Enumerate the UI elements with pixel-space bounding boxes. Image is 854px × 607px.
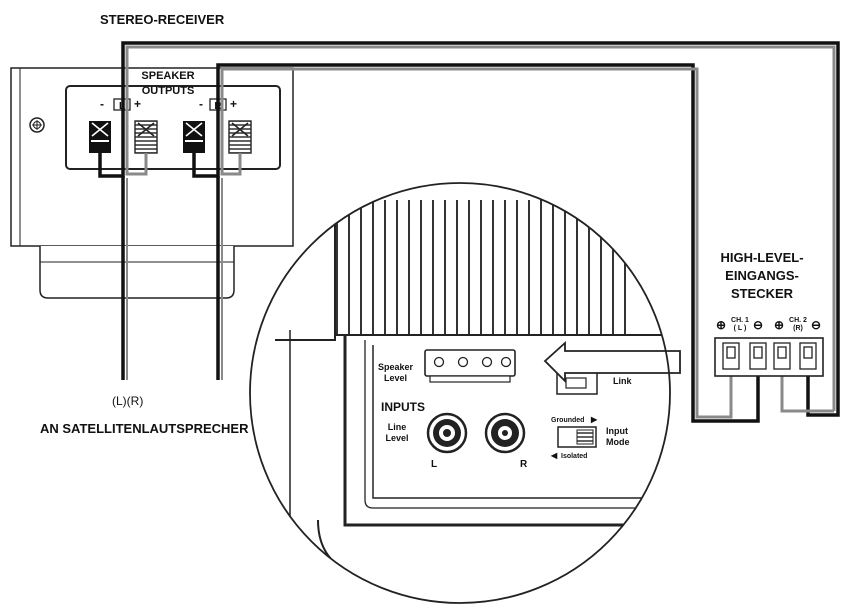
line-level-label-line1: Line — [388, 422, 407, 432]
high-level-input-connector: HIGH-LEVEL- EINGANGS- STECKER ⊕ CH. 1 ( … — [714, 250, 824, 377]
ch2-label-line2: (R) — [793, 325, 803, 332]
grounded-label: Grounded — [551, 417, 584, 424]
terminal-right-plus — [228, 120, 252, 154]
right-minus-label: - — [199, 97, 203, 111]
ch1-plus-icon: ⊕ — [716, 318, 726, 332]
line-level-label-line2: Level — [385, 433, 408, 443]
link-jumper — [556, 371, 598, 395]
high-level-title-line3: STECKER — [731, 286, 794, 301]
speaker-outputs-label-line1: SPEAKER — [141, 70, 194, 82]
high-level-title-line1: HIGH-LEVEL- — [720, 250, 803, 265]
amp-panel-plate — [343, 335, 670, 527]
ch1-label-line2: ( L ) — [734, 325, 747, 332]
input-mode-label-line2: Mode — [606, 437, 630, 447]
isolated-arrow-icon: ◀ — [550, 451, 558, 460]
rca-right-label: R — [520, 459, 528, 470]
rca-jack-right — [484, 412, 526, 454]
satellite-caption: AN SATELLITENLAUTSPRECHER — [40, 421, 249, 436]
stereo-receiver: SPEAKER OUTPUTS - L + - R + — [10, 67, 294, 299]
speaker-level-terminal — [424, 349, 516, 383]
high-level-title-line2: EINGANGS- — [725, 268, 799, 283]
zoom-circle-border — [249, 182, 671, 604]
heatsink-fins — [335, 200, 635, 335]
ch1-label-line1: CH. 1 — [731, 317, 749, 324]
rca-jack-left — [426, 412, 468, 454]
terminal-right-minus — [183, 121, 205, 153]
speaker-outputs-label-line2: OUTPUTS — [142, 85, 195, 97]
left-plus-label: + — [134, 97, 141, 111]
ch2-plus-icon: ⊕ — [774, 318, 784, 332]
subwoofer-panel-zoom: Speaker Level Link INPUTS Line Level — [249, 182, 681, 604]
terminal-left-plus — [134, 120, 158, 154]
arrow-callout — [543, 340, 681, 384]
input-mode-switch — [557, 426, 597, 448]
receiver-base — [39, 246, 235, 299]
rca-left-label: L — [431, 459, 437, 470]
speaker-level-label-line2: Level — [384, 373, 407, 383]
input-mode-label-line1: Input — [606, 426, 628, 436]
speaker-level-label-line1: Speaker — [378, 362, 414, 372]
terminal-left-minus — [89, 121, 111, 153]
speaker-wires — [98, 41, 840, 423]
inputs-label: INPUTS — [381, 400, 425, 414]
stereo-receiver-title: STEREO-RECEIVER — [100, 12, 225, 27]
isolated-label: Isolated — [561, 453, 587, 460]
left-minus-label: - — [100, 97, 104, 111]
ch2-minus-icon: ⊖ — [811, 318, 821, 332]
ch1-minus-icon: ⊖ — [753, 318, 763, 332]
ground-screw-icon — [29, 117, 45, 133]
satellite-lr-label: (L)(R) — [112, 394, 143, 408]
grounded-arrow-icon: ▶ — [590, 415, 598, 424]
link-label: Link — [613, 376, 632, 386]
right-plus-label: + — [230, 97, 237, 111]
ch2-label-line1: CH. 2 — [789, 317, 807, 324]
